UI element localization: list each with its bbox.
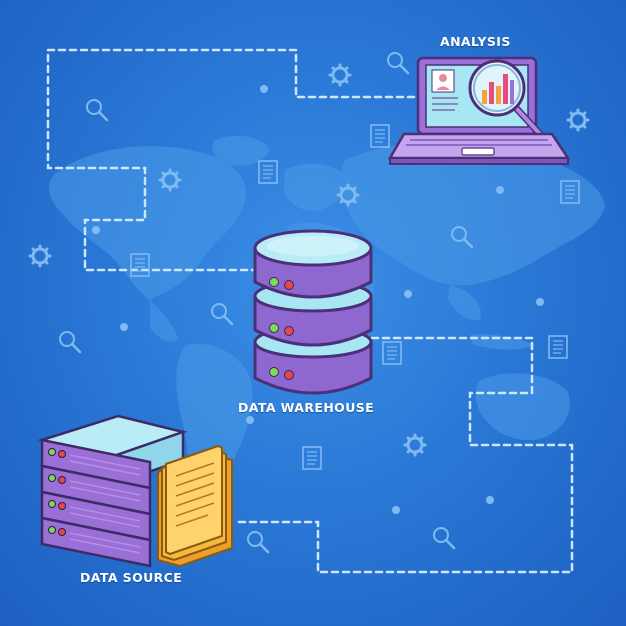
analysis-label: ANALYSIS [440,34,511,49]
data-warehouse-label: DATA WAREHOUSE [238,400,375,415]
documents-icon [157,444,233,568]
connector-warehouse-to-source [234,336,574,574]
magnifier-icon [468,59,544,138]
connector-analysis-to-warehouse [46,48,427,272]
bar-chart-icon [482,74,514,104]
data-source-label: DATA SOURCE [80,570,183,585]
